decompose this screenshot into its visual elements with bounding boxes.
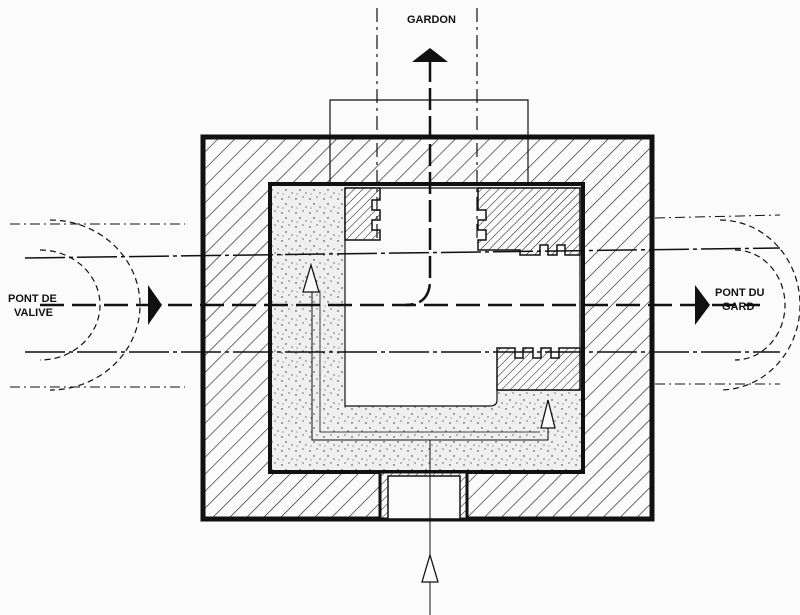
label-gardon: GARDON [407,14,456,26]
flow-path-inner2 [319,292,540,433]
gate-block-top-right [477,187,581,256]
label-pont-du-gard-1: PONT DU [715,287,765,299]
inflow-arrow-left-icon [148,285,162,325]
arc-left-outer [49,219,141,391]
arc-right-outer [719,219,800,391]
channel-line-upper [24,247,781,259]
inlet-arrow-icon [421,552,439,583]
label-pont-de-valive-1: PONT DE [8,293,57,305]
label-pont-de-valive-2: VALIVE [14,307,53,319]
arc-right-inner [734,249,786,361]
up-arrow-left-icon [302,262,320,293]
outflow-arrow-right-icon [695,285,710,325]
dashdot-top-right [654,214,781,219]
gardon-arrow-icon [412,48,448,62]
gate-block-right [496,347,581,391]
label-pont-du-gard-2: GARD [722,301,754,313]
arc-left-inner [39,249,101,361]
up-arrow-right-icon [540,399,556,429]
gate-block-top-left [344,187,381,241]
outlet-channel [387,475,461,520]
